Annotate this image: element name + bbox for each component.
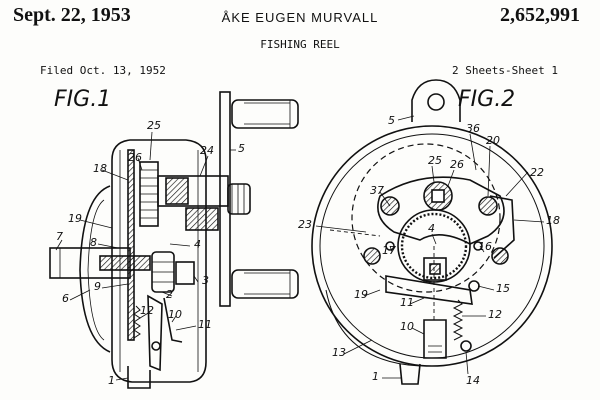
fig2-ref-36: 36 xyxy=(466,122,480,135)
fig2-ref-13: 13 xyxy=(332,346,346,359)
fig2-ref-17: 17 xyxy=(382,244,396,257)
crank-knob xyxy=(227,183,251,215)
fig2-ref-16: 16 xyxy=(478,240,492,253)
fig2-ref-14: 14 xyxy=(466,374,480,387)
square-pinion xyxy=(423,257,447,281)
fig2-ref-18: 18 xyxy=(546,214,560,227)
fig1-reference-numerals: 25 26 24 5 18 19 7 8 4 3 9 6 2 12 10 11 … xyxy=(56,119,245,387)
inventor-name: ÅKE EUGEN MURVALL xyxy=(221,10,379,25)
fig2-label: FIG.2 xyxy=(458,87,515,112)
tension-spring xyxy=(452,299,464,341)
fig2-ref-15: 15 xyxy=(496,282,510,295)
arm-18 xyxy=(489,195,515,259)
fig2-ref-5: 5 xyxy=(388,114,395,127)
fig2-reference-numerals: 5 36 25 26 20 22 37 23 18 17 4 16 19 15 … xyxy=(298,114,560,387)
fig1-ref-24: 24 xyxy=(200,144,214,157)
fig1-ref-26: 26 xyxy=(128,151,142,164)
fig2-ref-12: 12 xyxy=(488,308,502,321)
fig2-ref-37: 37 xyxy=(370,184,384,197)
fig1-ref-18: 18 xyxy=(93,162,107,175)
fig2-ref-23: 23 xyxy=(298,218,312,231)
patent-date: Sept. 22, 1953 xyxy=(13,4,131,26)
fig2-base-foot xyxy=(399,363,421,385)
reel-face-outer xyxy=(311,125,553,367)
sheet-count: 2 Sheets-Sheet 1 xyxy=(452,64,558,77)
fig1-ref-11: 11 xyxy=(198,318,212,331)
fig2-ref-22: 22 xyxy=(530,166,544,179)
fig1-ref-19: 19 xyxy=(68,212,82,225)
fig1-ref-3: 3 xyxy=(202,274,209,287)
mounting-lug xyxy=(411,79,461,122)
upper-handle-knob xyxy=(231,99,299,129)
fig2-drawing xyxy=(311,79,553,385)
side-cover xyxy=(79,185,111,353)
fig1-ref-10: 10 xyxy=(168,308,182,321)
fig1-ref-8: 8 xyxy=(90,236,97,249)
click-pawl xyxy=(423,319,447,359)
lower-lever xyxy=(385,275,473,305)
fig1-ref-6: 6 xyxy=(62,292,69,305)
patent-title: FISHING REEL xyxy=(260,38,340,51)
pawl-lever xyxy=(147,294,163,372)
fig2-ref-26: 26 xyxy=(450,158,464,171)
fig1-ref-12: 12 xyxy=(140,304,154,317)
fig2-ref-10: 10 xyxy=(400,320,414,333)
spool-plate xyxy=(127,149,135,341)
spool-outline xyxy=(351,143,501,293)
spring xyxy=(133,305,141,339)
fig1-drawing xyxy=(49,91,299,389)
reel-housing xyxy=(111,139,207,383)
fig1-ref-1: 1 xyxy=(108,374,115,387)
fig2-ref-4: 4 xyxy=(428,222,435,235)
fig2-ref-1: 1 xyxy=(372,370,379,383)
lower-handle-knob xyxy=(231,269,299,299)
fig2-ref-19: 19 xyxy=(354,288,368,301)
fig1-ref-4: 4 xyxy=(194,238,201,251)
fig1-ref-2: 2 xyxy=(166,288,173,301)
fig1-ref-25: 25 xyxy=(147,119,161,132)
fig2-ref-20: 20 xyxy=(486,134,500,147)
patent-number: 2,652,991 xyxy=(500,4,580,26)
fig1-ref-9: 9 xyxy=(94,280,101,293)
crank-plate xyxy=(377,176,505,245)
fig1-label: FIG.1 xyxy=(54,87,111,112)
fig1-leader-lines xyxy=(55,131,236,381)
fig1-ref-7: 7 xyxy=(56,230,63,243)
fig1-ref-5: 5 xyxy=(238,142,245,155)
base-foot xyxy=(127,366,151,389)
fig2-leader-lines xyxy=(315,115,545,379)
filed-date: Filed Oct. 13, 1952 xyxy=(40,64,166,77)
fig2-ref-25: 25 xyxy=(428,154,442,167)
fig2-ref-11: 11 xyxy=(400,296,414,309)
